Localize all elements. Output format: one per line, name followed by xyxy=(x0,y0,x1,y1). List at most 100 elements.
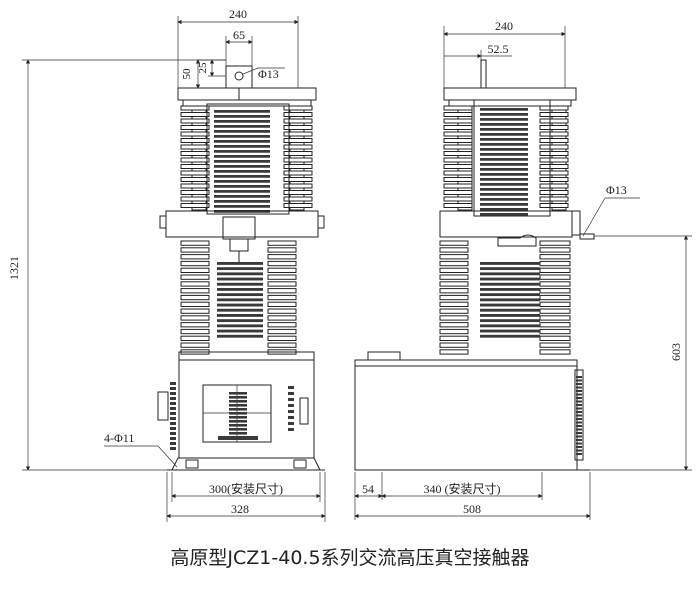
heat-sink-fin xyxy=(576,404,582,406)
terminal-pin xyxy=(288,404,294,407)
insulator-shed xyxy=(539,183,569,189)
interrupter-fin xyxy=(480,293,540,297)
front-beam-end-right xyxy=(317,215,325,229)
insulator-shed xyxy=(180,240,210,246)
side-base-bracket xyxy=(367,351,401,361)
heat-sink-fin xyxy=(576,442,582,445)
insulator-shed xyxy=(539,240,571,246)
insulator-shed xyxy=(180,288,210,294)
interrupter-fin xyxy=(214,190,270,193)
insulator-shed xyxy=(180,328,210,335)
front-top-plate xyxy=(177,87,317,101)
coil-winding xyxy=(229,412,247,415)
interrupter-fin xyxy=(480,123,528,126)
terminal-pin xyxy=(170,442,176,445)
interrupter-fin xyxy=(217,319,263,323)
insulator-shed xyxy=(539,247,571,253)
insulator-shed xyxy=(283,131,313,137)
insulator-shed xyxy=(267,315,297,321)
insulator-shed xyxy=(283,138,313,143)
side-height-label: 603 xyxy=(669,343,683,361)
terminal-pin xyxy=(170,437,176,440)
insulator-shed xyxy=(443,138,473,143)
insulator-shed xyxy=(180,125,210,130)
heat-sink-fin xyxy=(576,414,582,417)
interrupter-fin xyxy=(214,180,270,183)
insulator-shed xyxy=(439,240,469,246)
terminal-pin xyxy=(170,417,176,420)
interrupter-fin xyxy=(480,213,528,216)
insulator-shed xyxy=(539,281,571,287)
insulator-shed xyxy=(283,183,313,189)
side-upper-fins xyxy=(480,108,528,216)
insulator-shed xyxy=(267,328,297,335)
side-terminal-tab xyxy=(579,233,595,240)
side-view xyxy=(354,59,595,471)
heat-sink-fin xyxy=(576,418,582,420)
front-upper-sheds-left xyxy=(180,105,210,208)
insulator-shed xyxy=(180,118,210,124)
interrupter-fin xyxy=(480,128,528,131)
front-right-terminal-pins xyxy=(288,386,294,431)
interrupter-fin xyxy=(480,262,540,265)
interrupter-fin xyxy=(480,108,528,111)
side-base-depth-label: 508 xyxy=(463,502,481,516)
insulator-shed xyxy=(539,144,569,150)
terminal-pin xyxy=(170,412,176,415)
side-width-label: 240 xyxy=(495,19,513,33)
front-hole-label: Φ13 xyxy=(258,67,279,81)
terminal-pin xyxy=(288,398,294,401)
coil-winding xyxy=(229,408,247,411)
insulator-shed xyxy=(283,157,313,163)
insulator-shed xyxy=(439,274,469,280)
interrupter-fin xyxy=(480,153,528,156)
interrupter-fin xyxy=(214,140,270,143)
insulator-shed xyxy=(267,308,297,314)
insulator-shed xyxy=(539,315,571,321)
coil-winding xyxy=(229,428,247,431)
insulator-shed xyxy=(539,105,569,111)
coil-winding xyxy=(229,400,247,403)
interrupter-fin xyxy=(480,163,528,166)
interrupter-fin xyxy=(217,298,263,302)
insulator-shed xyxy=(283,112,313,117)
interrupter-fin xyxy=(214,135,270,138)
heat-sink-fin xyxy=(576,421,582,424)
interrupter-fin xyxy=(214,160,270,163)
interrupter-fin xyxy=(214,125,270,128)
insulator-shed xyxy=(443,112,473,117)
interrupter-fin xyxy=(480,329,540,333)
insulator-shed xyxy=(180,138,210,143)
insulator-shed xyxy=(539,254,571,260)
interrupter-fin xyxy=(480,158,528,161)
insulator-shed xyxy=(283,203,313,208)
terminal-pin xyxy=(170,382,176,385)
insulator-shed xyxy=(443,196,473,202)
insulator-shed xyxy=(443,203,473,208)
insulator-shed xyxy=(539,328,571,335)
terminal-pin xyxy=(170,392,176,395)
interrupter-fin xyxy=(217,293,263,297)
insulator-shed xyxy=(443,164,473,169)
front-upper-fins xyxy=(214,110,270,213)
side-heat-sink-frame xyxy=(574,369,584,461)
interrupter-fin xyxy=(217,262,263,265)
insulator-shed xyxy=(539,335,571,342)
interrupter-fin xyxy=(214,205,270,208)
insulator-shed xyxy=(443,157,473,163)
insulator-shed xyxy=(539,177,569,182)
side-dimensions: 240 52.5 Φ13 603 54 340 (安装尺寸) 508 xyxy=(354,19,692,520)
front-lower-sheds-right xyxy=(267,240,297,355)
insulator-shed xyxy=(439,267,469,274)
front-terminal-hole xyxy=(234,71,244,81)
interrupter-fin xyxy=(480,314,540,317)
insulator-shed xyxy=(267,267,297,274)
insulator-shed xyxy=(267,281,297,287)
insulator-shed xyxy=(443,118,473,124)
insulator-shed xyxy=(539,157,569,163)
interrupter-fin xyxy=(480,148,528,151)
terminal-pin xyxy=(288,386,294,389)
front-view xyxy=(157,65,325,471)
heat-sink-fin xyxy=(576,432,582,434)
